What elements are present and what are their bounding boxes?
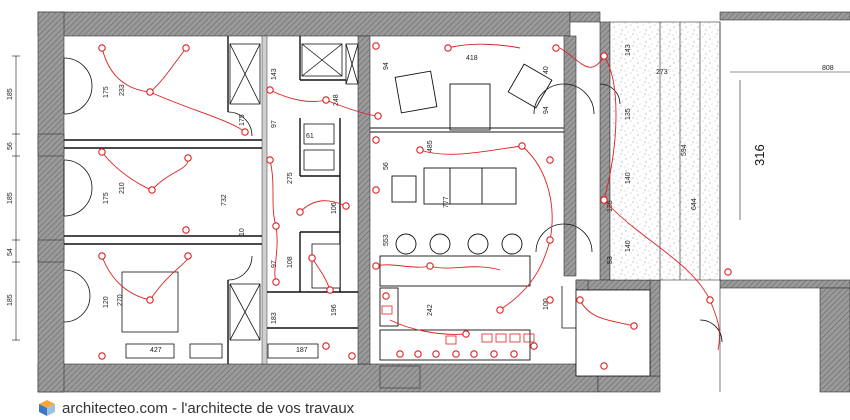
left-dimension-labels: 185 56 185 54 185 xyxy=(7,88,14,306)
dim-right-5: 135 xyxy=(607,200,614,212)
wardrobes xyxy=(229,43,359,341)
dim-bath-4: 108 xyxy=(287,256,294,268)
dim-bath-small: 61 xyxy=(306,133,314,140)
bathroom-fixtures xyxy=(121,123,341,359)
dim-room1-b: 233 xyxy=(119,84,126,96)
terrace-floor xyxy=(609,21,721,281)
dim-right-10: 808 xyxy=(822,65,834,72)
dim-left-3: 185 xyxy=(7,192,14,204)
dim-bath-3: 275 xyxy=(287,172,294,184)
dim-bath-8: 196 xyxy=(331,304,338,316)
dim-corridor-small: 10 xyxy=(239,228,246,236)
dim-corridor: 732 xyxy=(221,194,228,206)
dim-living-9: 94 xyxy=(543,106,550,114)
dim-living-7: 242 xyxy=(427,304,434,316)
dim-living-4: 485 xyxy=(427,140,434,152)
right-dimension-labels: 143 135 140 140 135 53 594 644 273 808 3… xyxy=(607,44,834,264)
interior-dimension-labels: 175 233 175 210 270 120 732 10 143 97 27… xyxy=(103,68,340,354)
dim-right-1: 143 xyxy=(625,44,632,56)
dim-bath-1: 143 xyxy=(271,68,278,80)
terrace-lines xyxy=(659,22,850,392)
dim-living-5: 777 xyxy=(443,196,450,208)
dim-room3-width: 427 xyxy=(150,347,162,354)
footer: architecteo.com - l'architecte de vos tr… xyxy=(38,398,354,418)
dim-right-4: 140 xyxy=(625,240,632,252)
dim-living-3: 56 xyxy=(383,162,390,170)
dim-living-10: 100 xyxy=(543,298,550,310)
dim-left-1: 185 xyxy=(7,88,14,100)
dim-bath-5: 97 xyxy=(271,260,278,268)
dim-bath-7: 106 xyxy=(331,202,338,214)
dim-terrace-big: 316 xyxy=(752,144,767,166)
bay-window xyxy=(561,286,651,377)
dim-bath-2: 97 xyxy=(271,120,278,128)
dim-left-5: 185 xyxy=(7,294,14,306)
dim-left-2: 56 xyxy=(7,142,14,150)
dim-left-4: 54 xyxy=(7,248,14,256)
dim-right-9: 273 xyxy=(656,69,668,76)
dim-right-3: 140 xyxy=(625,172,632,184)
dim-room-extra: 175 xyxy=(239,114,246,126)
electrical-points xyxy=(98,42,732,370)
left-dimension-chain xyxy=(12,55,20,341)
dim-room2-b: 210 xyxy=(119,182,126,194)
dim-living-6: 553 xyxy=(383,234,390,246)
doors xyxy=(63,57,723,343)
living-dimension-labels: 94 418 56 485 777 553 242 40 94 100 xyxy=(383,55,550,316)
dim-hall: 248 xyxy=(333,94,340,106)
dim-bath-width: 187 xyxy=(296,347,308,354)
walls xyxy=(37,11,850,393)
dim-living-8: 40 xyxy=(543,66,550,74)
brand-text[interactable]: architecteo.com - l'architecte de vos tr… xyxy=(62,399,355,417)
living-furniture xyxy=(370,63,564,361)
dim-room2-a: 175 xyxy=(103,192,110,204)
dim-bath-6: 183 xyxy=(271,312,278,324)
cube-icon xyxy=(39,400,55,416)
dim-living-1: 94 xyxy=(383,62,390,70)
dim-room1-a: 175 xyxy=(103,86,110,98)
dim-room3-b: 120 xyxy=(103,296,110,308)
dim-right-2: 135 xyxy=(625,108,632,120)
dim-room3-a: 270 xyxy=(117,294,124,306)
dim-right-7: 594 xyxy=(681,144,688,156)
dim-right-6: 53 xyxy=(607,256,614,264)
dim-right-8: 644 xyxy=(691,198,698,210)
kitchen-outlets xyxy=(381,305,535,345)
dim-living-2: 418 xyxy=(466,55,478,62)
